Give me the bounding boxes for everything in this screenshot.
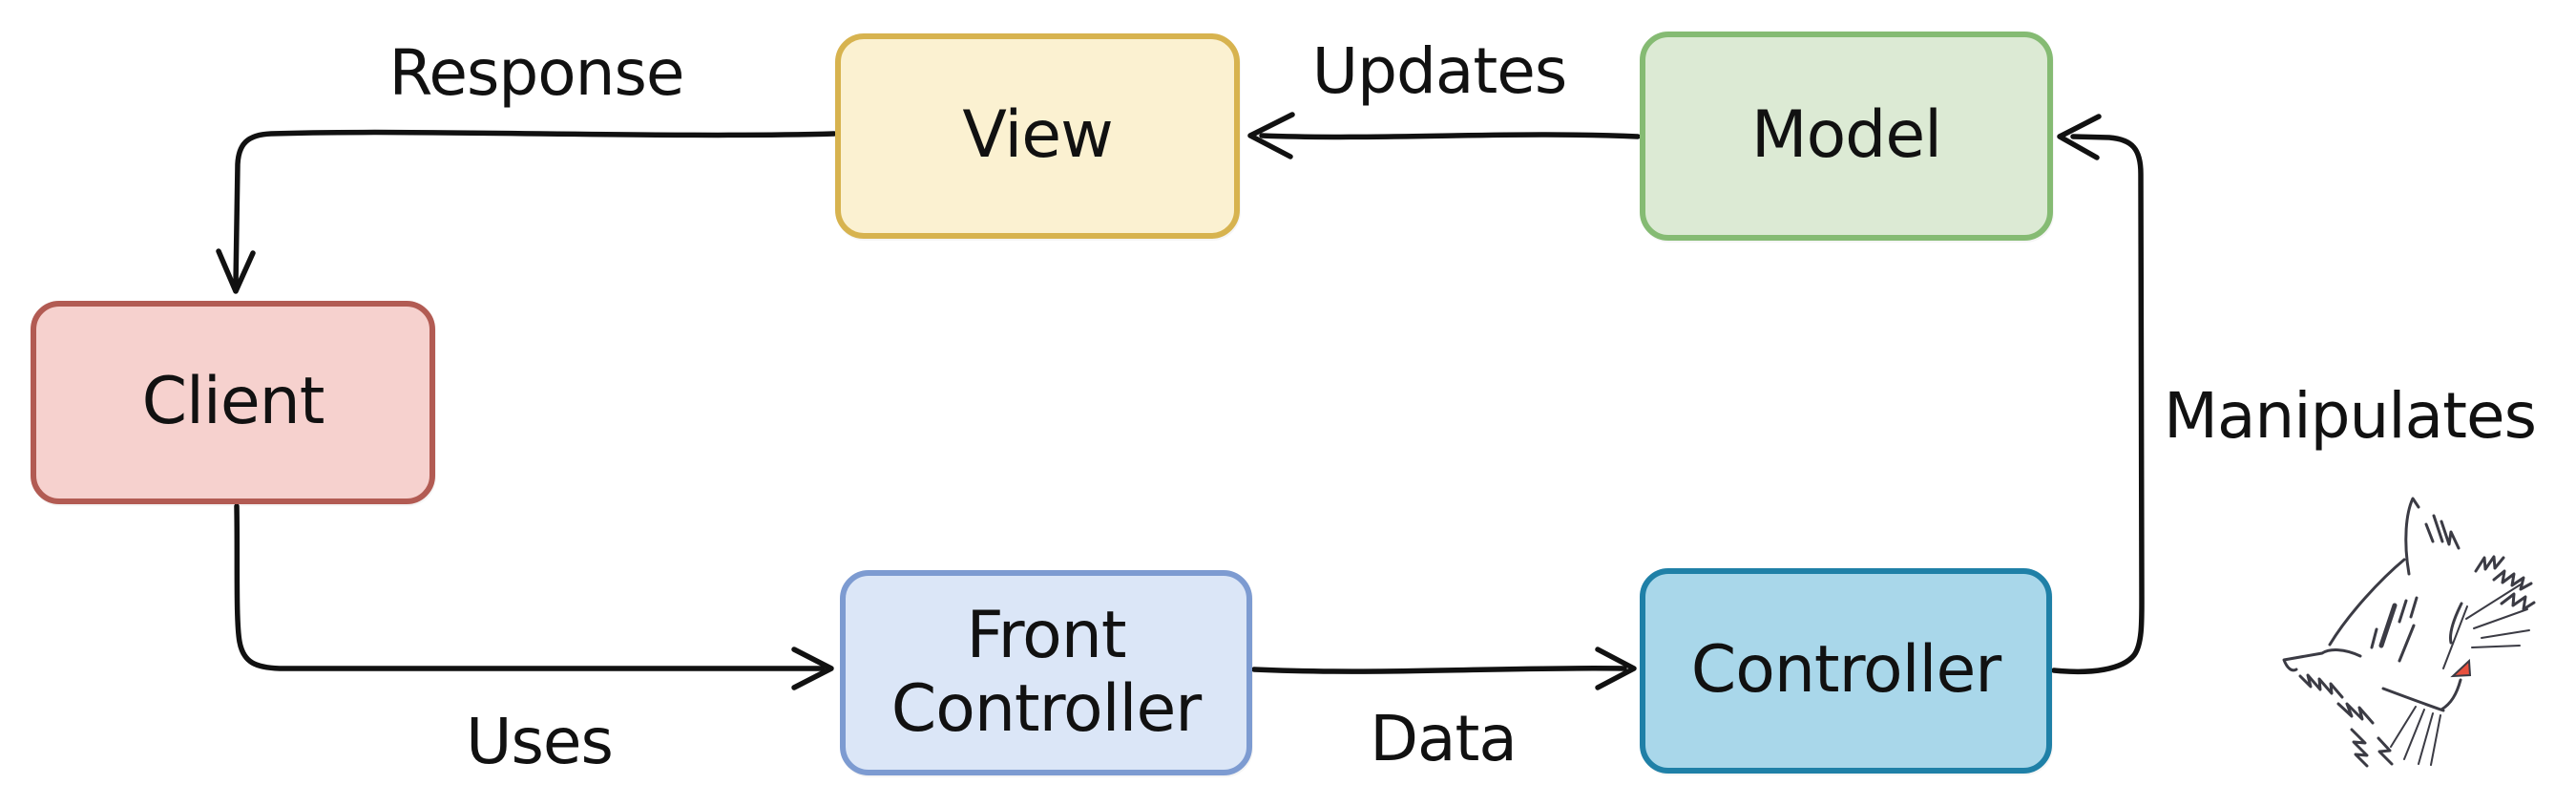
arrow-response bbox=[216, 129, 837, 294]
edge-label-uses: Uses bbox=[466, 705, 614, 778]
cat-sketch bbox=[2282, 497, 2536, 768]
node-view[interactable]: View bbox=[835, 33, 1240, 239]
node-model-label: Model bbox=[1750, 97, 1942, 174]
arrow-data bbox=[1251, 647, 1637, 690]
arrow-updates bbox=[1247, 112, 1641, 159]
cat-nose bbox=[2450, 658, 2472, 678]
edge-label-updates: Updates bbox=[1311, 34, 1567, 108]
edge-label-manipulates: Manipulates bbox=[2164, 379, 2537, 453]
arrow-manipulates bbox=[2051, 114, 2145, 675]
arrow-uses bbox=[234, 503, 834, 690]
node-client-label: Client bbox=[141, 364, 325, 440]
node-front-controller[interactable]: Front Controller bbox=[840, 570, 1252, 775]
node-controller-label: Controller bbox=[1690, 632, 2001, 709]
edge-label-response: Response bbox=[388, 36, 685, 110]
node-model[interactable]: Model bbox=[1640, 32, 2053, 241]
node-controller[interactable]: Controller bbox=[1640, 568, 2052, 774]
node-client[interactable]: Client bbox=[31, 301, 435, 504]
node-front-controller-label: Front Controller bbox=[890, 598, 1203, 747]
node-view-label: View bbox=[962, 97, 1113, 174]
edge-label-data: Data bbox=[1370, 702, 1518, 775]
